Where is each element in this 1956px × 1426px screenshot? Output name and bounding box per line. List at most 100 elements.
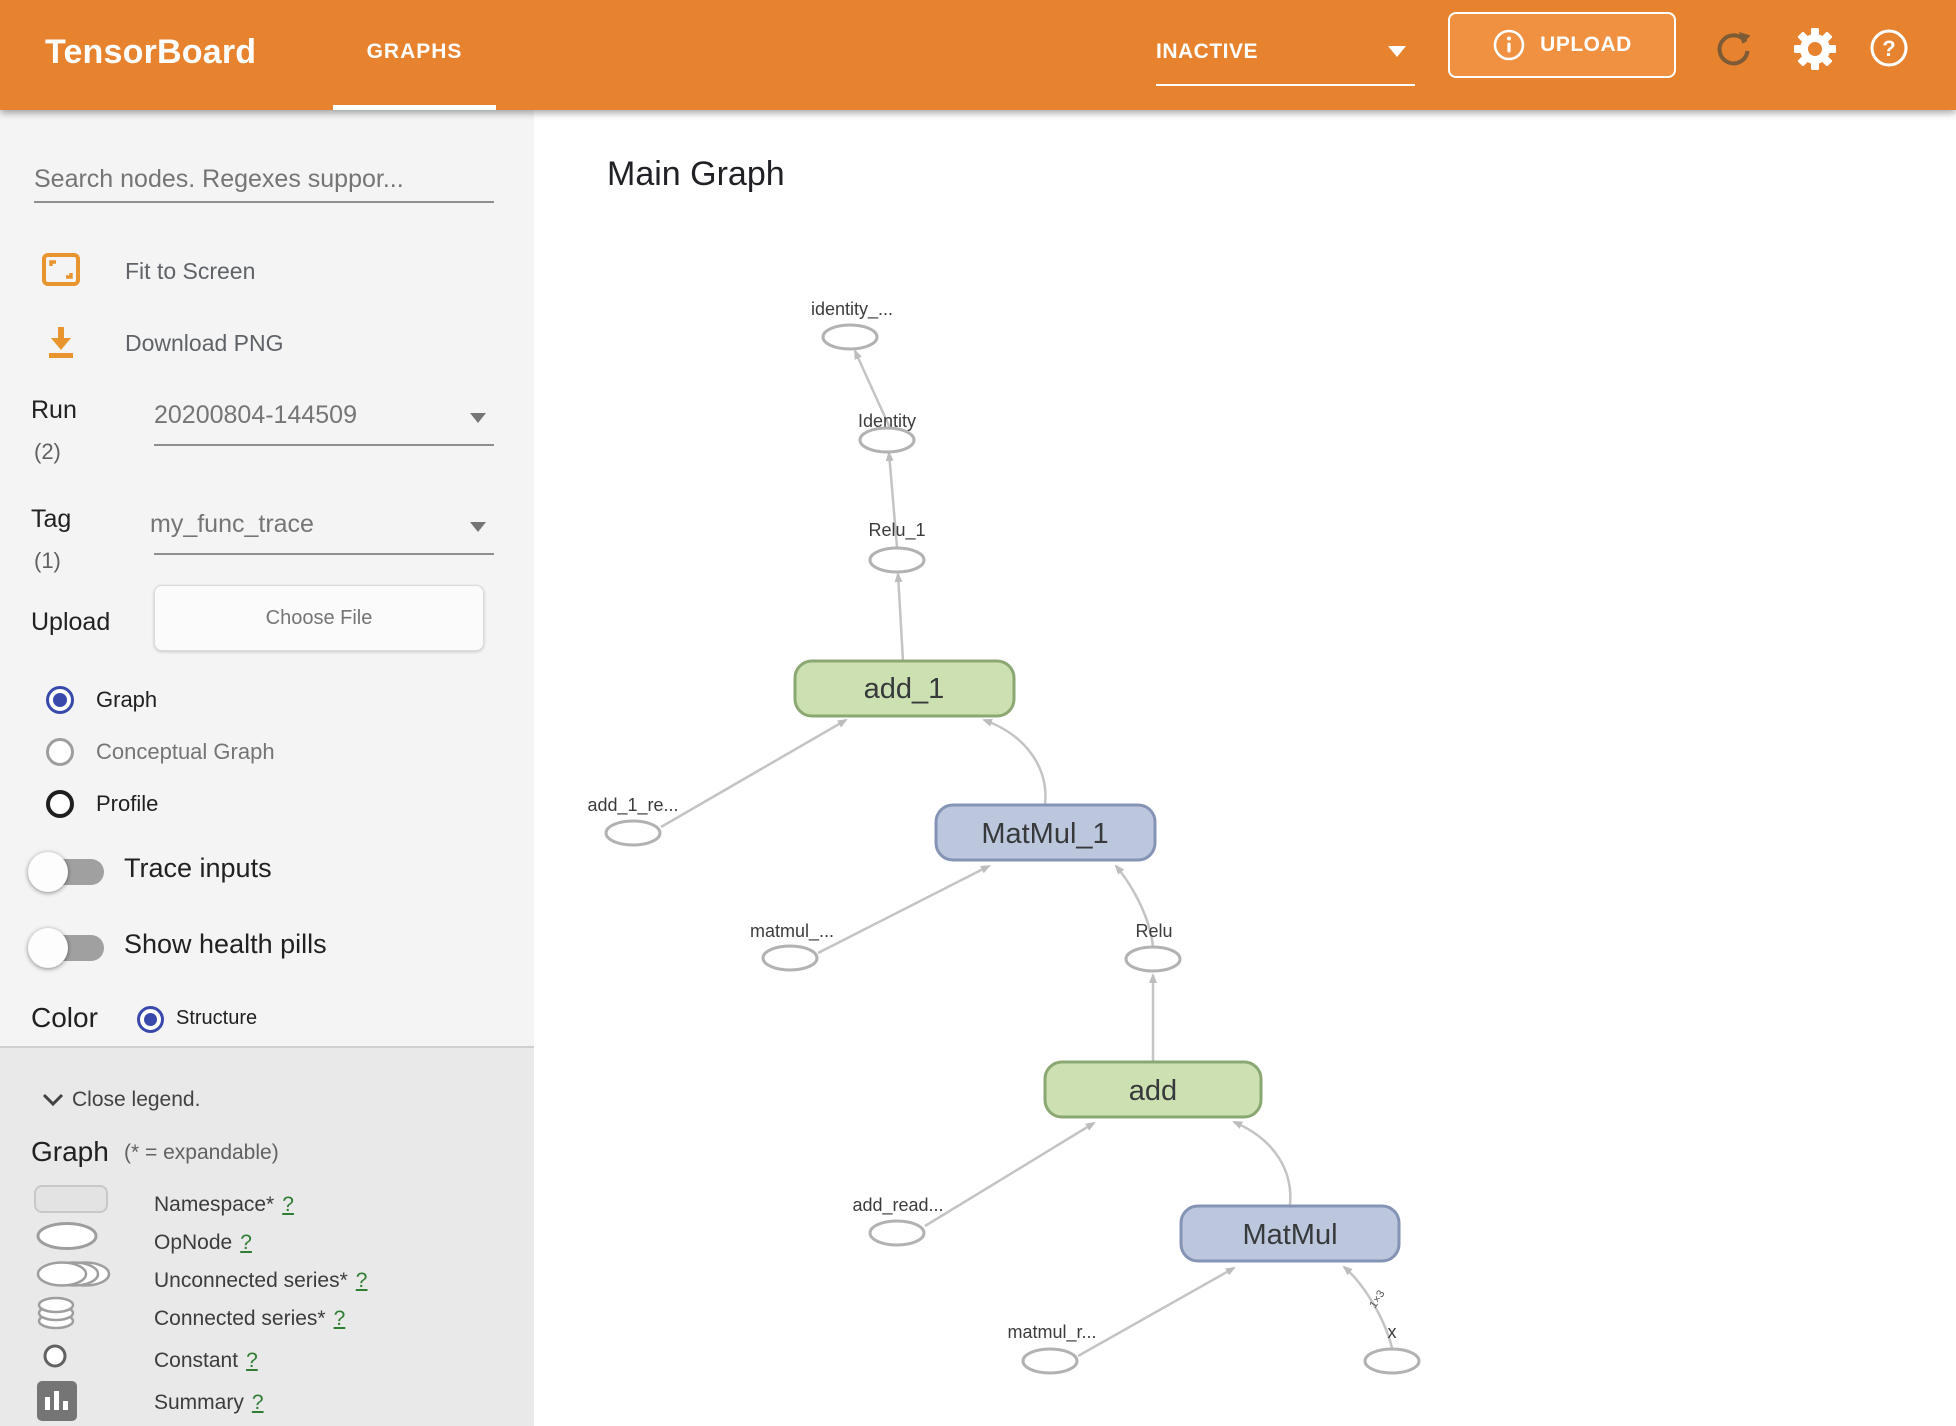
- constant-swatch: [42, 1343, 68, 1374]
- radio-conceptual-graph-label: Conceptual Graph: [96, 739, 275, 764]
- info-icon: [1492, 28, 1526, 62]
- namespace-help-link[interactable]: ?: [282, 1193, 294, 1216]
- show-health-pills-toggle[interactable]: Show health pills: [0, 924, 534, 970]
- graph-edges: [660, 349, 1394, 1358]
- edge-identity-to-identity-out: [853, 349, 892, 429]
- legend-opnode-label: OpNode: [154, 1231, 233, 1254]
- radio-conceptual-graph[interactable]: Conceptual Graph: [0, 736, 534, 770]
- svg-text:add_1: add_1: [864, 673, 945, 705]
- unconnected-series-help-link[interactable]: ?: [355, 1269, 368, 1292]
- edge-relu-to-matmul1: [1114, 864, 1155, 948]
- graph-legend: Close legend. Graph (* = expandable) Nam…: [0, 1046, 534, 1426]
- close-legend-label: Close legend.: [72, 1088, 201, 1111]
- edge-matmul-to-add: [1232, 1120, 1292, 1206]
- fit-to-screen-button[interactable]: Fit to Screen: [0, 250, 534, 294]
- svg-text:MatMul_1: MatMul_1: [981, 818, 1108, 850]
- edge-matmul1-to-add1: [982, 718, 1047, 806]
- tab-graphs[interactable]: GRAPHS: [333, 0, 496, 110]
- tag-select-arrow-icon[interactable]: [470, 522, 486, 532]
- toggle-knob: [28, 928, 68, 968]
- search-input[interactable]: [34, 157, 494, 203]
- upload-button[interactable]: UPLOAD: [1448, 12, 1676, 78]
- node-matmul-read[interactable]: matmul_...: [750, 921, 834, 972]
- tag-select-value[interactable]: my_func_trace: [150, 510, 314, 538]
- graph-canvas: Main Graph 1×3: [534, 110, 1956, 1426]
- run-status-value: INACTIVE: [1156, 40, 1259, 63]
- tab-active-underline: [333, 105, 496, 110]
- legend-summary-label: Summary: [154, 1391, 244, 1414]
- dataflow-graph[interactable]: 1×3 identity_... Identity Relu_1 add_1_r…: [534, 110, 1956, 1426]
- legend-row-unconnected-series: Unconnected series*?: [0, 1261, 534, 1303]
- unconnected-series-swatch: [34, 1260, 114, 1293]
- svg-text:add_1_re...: add_1_re...: [587, 795, 678, 816]
- node-matmul-1[interactable]: MatMul_1: [934, 803, 1157, 862]
- edge-addread-to-add: [924, 1121, 1096, 1228]
- radio-profile[interactable]: Profile: [0, 788, 534, 822]
- node-add-read[interactable]: add_read...: [852, 1195, 944, 1247]
- svg-text:MatMul: MatMul: [1242, 1219, 1337, 1251]
- node-add[interactable]: add: [1043, 1060, 1263, 1119]
- namespace-swatch: [34, 1185, 108, 1213]
- chevron-down-icon: [40, 1090, 66, 1115]
- svg-text:x: x: [1388, 1322, 1397, 1342]
- color-structure-radio[interactable]: [137, 1006, 164, 1033]
- node-identity-out[interactable]: identity_...: [811, 299, 893, 351]
- run-select-arrow-icon[interactable]: [470, 413, 486, 423]
- radio-profile-label: Profile: [96, 791, 159, 816]
- upload-button-label: UPLOAD: [1540, 33, 1632, 56]
- show-health-pills-label: Show health pills: [124, 929, 327, 959]
- choose-file-button[interactable]: Choose File: [154, 585, 484, 651]
- constant-help-link[interactable]: ?: [246, 1349, 258, 1372]
- edge-matmulrread-to-matmul: [1077, 1266, 1236, 1358]
- chevron-down-icon: [1388, 46, 1406, 57]
- radio-graph[interactable]: Graph: [0, 684, 534, 718]
- run-status-dropdown[interactable]: INACTIVE: [1156, 0, 1416, 110]
- tag-label: Tag: [31, 505, 72, 533]
- svg-text:matmul_r...: matmul_r...: [1007, 1322, 1096, 1343]
- refresh-icon[interactable]: [1714, 29, 1754, 74]
- node-matmul[interactable]: MatMul: [1179, 1204, 1401, 1263]
- download-icon: [44, 324, 78, 367]
- legend-namespace-label: Namespace*: [154, 1193, 275, 1216]
- summary-icon: [37, 1381, 77, 1426]
- toggle-knob: [28, 852, 68, 892]
- header-bar: TensorBoard GRAPHS INACTIVE UPLOAD: [0, 0, 1956, 110]
- opnode-swatch: [34, 1221, 100, 1256]
- color-by-row: Color Structure: [0, 1000, 534, 1040]
- connected-series-help-link[interactable]: ?: [333, 1307, 346, 1330]
- help-icon[interactable]: ?: [1868, 27, 1910, 74]
- legend-connected-series-label: Connected series*: [154, 1307, 326, 1330]
- node-relu[interactable]: Relu: [1124, 921, 1182, 973]
- node-identity[interactable]: Identity: [858, 411, 916, 454]
- opnode-help-link[interactable]: ?: [240, 1231, 252, 1254]
- run-select-value[interactable]: 20200804-144509: [154, 401, 357, 429]
- svg-text:matmul_...: matmul_...: [750, 921, 834, 942]
- tag-select-underline: [154, 553, 494, 555]
- edge-relu1-to-identity: [885, 451, 899, 548]
- tag-count: (1): [34, 548, 61, 573]
- settings-gear-icon[interactable]: [1794, 28, 1836, 75]
- summary-help-link[interactable]: ?: [251, 1391, 264, 1414]
- color-structure-label: Structure: [176, 1007, 258, 1029]
- radio-unselected-icon: [46, 790, 74, 818]
- trace-inputs-toggle[interactable]: Trace inputs: [0, 848, 534, 894]
- svg-text:add: add: [1129, 1075, 1177, 1107]
- node-matmul-r-read[interactable]: matmul_r...: [1007, 1322, 1097, 1375]
- radio-graph-label: Graph: [96, 687, 158, 712]
- help-glyph: ?: [1882, 36, 1895, 61]
- edge-x-to-matmul: [1342, 1265, 1394, 1349]
- node-x[interactable]: x: [1363, 1322, 1421, 1375]
- radio-selected-icon: [46, 686, 74, 714]
- svg-text:Relu_1: Relu_1: [868, 520, 925, 541]
- legend-row-summary: Summary?: [0, 1381, 534, 1421]
- run-count: (2): [34, 439, 61, 464]
- svg-text:Identity: Identity: [858, 411, 916, 431]
- download-png-button[interactable]: Download PNG: [0, 322, 534, 366]
- sidebar: Fit to Screen Download PNG Run (2) 20200…: [0, 110, 534, 1046]
- node-add-1[interactable]: add_1: [793, 659, 1016, 718]
- node-add-1-read[interactable]: add_1_re...: [587, 795, 679, 847]
- node-relu-1[interactable]: Relu_1: [868, 520, 926, 574]
- legend-unconnected-series-label: Unconnected series*: [154, 1269, 348, 1292]
- svg-text:identity_...: identity_...: [811, 299, 893, 320]
